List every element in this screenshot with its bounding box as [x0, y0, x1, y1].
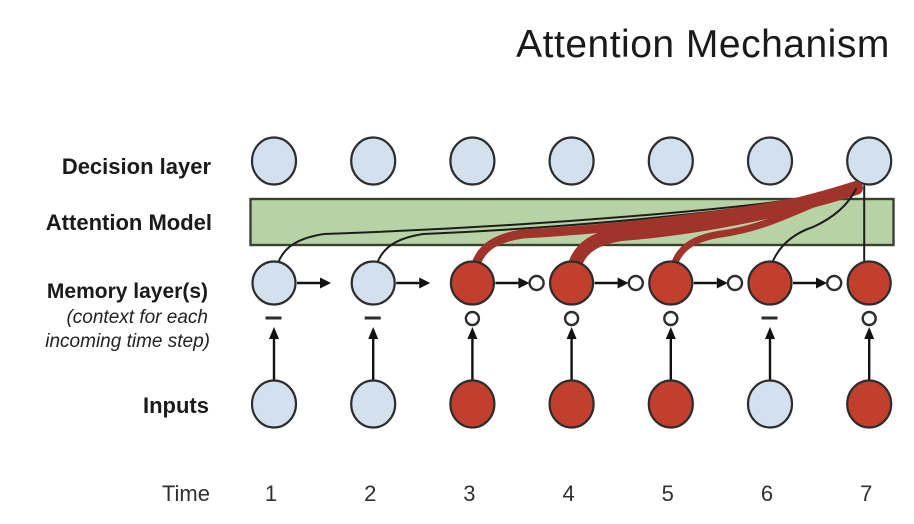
time-axis-label: Time: [162, 481, 210, 506]
memory-node-t6: [747, 260, 793, 306]
time-tick-t3: 3: [463, 481, 475, 506]
diagram-title: Attention Mechanism: [516, 23, 890, 66]
gate-ring-t5: [663, 310, 679, 327]
input-node-t6: [746, 379, 794, 429]
gate-ring-t4: [563, 310, 580, 327]
gate-ring-t3: [464, 310, 481, 327]
time-axis: 1 2 3 4 5 6 7: [265, 481, 872, 506]
input-arrowhead-t5: [665, 327, 676, 339]
memory-layer-sublabel-2: incoming time step): [45, 331, 210, 352]
recurrent-arrowhead-t5: [617, 277, 629, 289]
input-node-t4: [548, 379, 595, 429]
input-arrowhead-t1: [269, 327, 279, 339]
attention-link-t5: [671, 184, 860, 267]
decision-node-t7: [846, 136, 893, 186]
input-arrowhead-t7: [864, 327, 875, 339]
input-arrowhead-t3: [467, 327, 478, 339]
time-tick-t7: 7: [860, 481, 872, 506]
inputs-label: Inputs: [143, 393, 209, 418]
memory-node-t5: [648, 260, 694, 306]
input-node-t2: [350, 379, 397, 429]
time-tick-t6: 6: [761, 481, 773, 506]
recurrent-arrowhead-t3: [419, 277, 431, 289]
input-arrowhead-t6: [765, 327, 775, 339]
input-node-t1: [250, 379, 298, 429]
input-arrowhead-t4: [566, 327, 577, 339]
memory-layer-label: Memory layer(s): [47, 280, 208, 303]
time-tick-t1: 1: [265, 481, 277, 506]
time-tick-t4: 4: [562, 481, 574, 506]
decision-layer-label: Decision layer: [62, 154, 212, 179]
input-arrowhead-t2: [368, 327, 379, 339]
memory-layer-sublabel-1: (context for each: [66, 307, 208, 328]
relay-ring-t6: [726, 274, 744, 292]
input-node-t7: [846, 379, 893, 429]
memory-node-t2: [350, 260, 396, 306]
decision-node-t3: [449, 136, 496, 186]
input-node-t5: [647, 379, 694, 429]
recurrent-arrowhead-t2: [320, 277, 331, 289]
attention-model-label: Attention Model: [46, 210, 212, 235]
recurrent-arrowhead-t7: [816, 277, 827, 289]
decision-node-t4: [548, 136, 595, 186]
relay-ring-t4: [528, 274, 545, 292]
memory-node-t7: [846, 260, 892, 306]
memory-and-input-rows: [250, 260, 893, 429]
memory-node-t3: [449, 260, 495, 306]
decision-node-t6: [746, 136, 794, 186]
decision-node-t2: [350, 136, 397, 186]
recurrent-arrowhead-t4: [518, 277, 530, 289]
recurrent-arrowhead-t6: [716, 277, 728, 289]
decision-layer-row: [250, 136, 893, 186]
time-tick-t5: 5: [662, 481, 674, 506]
relay-ring-t7: [826, 274, 843, 292]
decision-node-t5: [647, 136, 694, 186]
memory-node-t1: [251, 260, 297, 306]
input-node-t3: [449, 379, 496, 429]
relay-ring-t5: [627, 274, 644, 292]
attention-link-t6: [771, 188, 857, 264]
decision-node-t1: [250, 136, 298, 186]
time-tick-t2: 2: [364, 481, 376, 506]
memory-node-t4: [548, 260, 595, 306]
gate-ring-t7: [861, 310, 877, 327]
attention-links: [277, 181, 866, 270]
